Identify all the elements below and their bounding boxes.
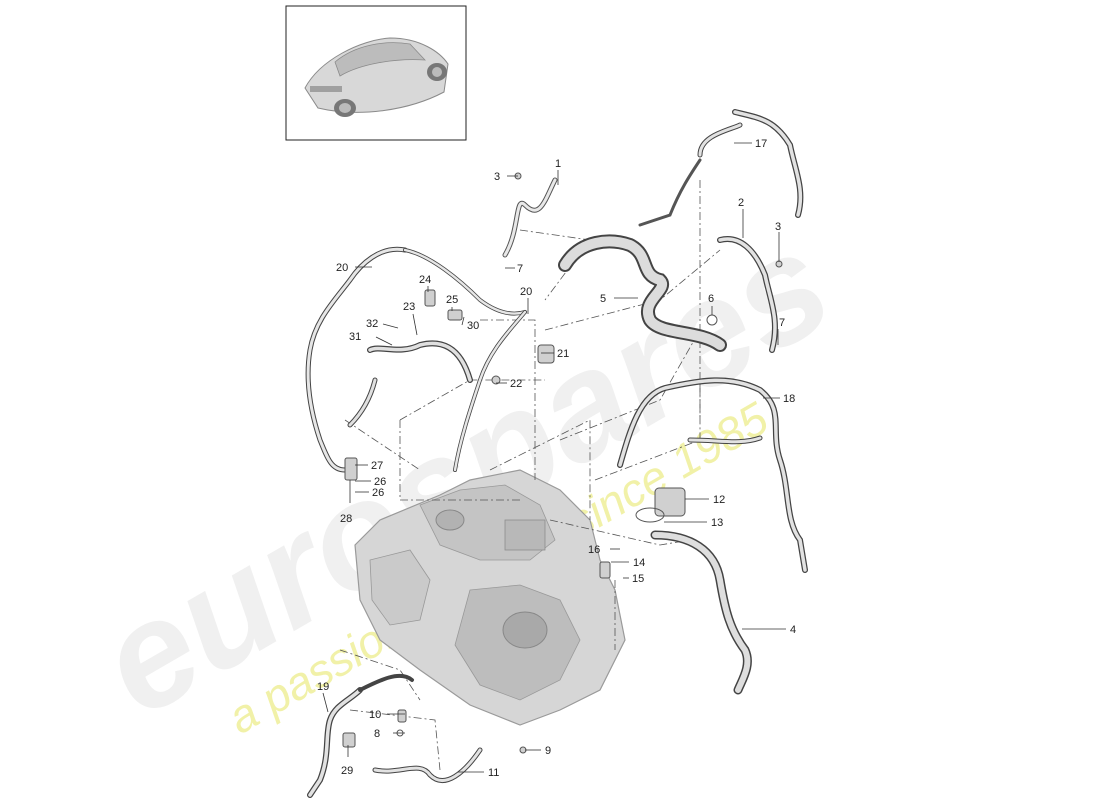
callout-7a: 7 [517, 263, 523, 275]
callout-4: 4 [790, 624, 796, 636]
callout-23: 23 [403, 301, 415, 313]
callout-20b: 20 [520, 286, 532, 298]
callout-3b: 3 [775, 221, 781, 233]
callout-22: 22 [510, 378, 522, 390]
ring-13 [635, 507, 665, 523]
callout-26b: 26 [372, 487, 384, 499]
small-components [342, 172, 783, 754]
callout-10: 10 [369, 709, 381, 721]
callout-3a: 3 [494, 171, 500, 183]
callout-14: 14 [633, 557, 645, 569]
callout-12: 12 [713, 494, 725, 506]
valve-24 [424, 289, 436, 307]
valve-12 [654, 487, 686, 517]
callout-9: 9 [545, 745, 551, 757]
car-thumbnail [285, 5, 467, 141]
callout-1: 1 [555, 158, 561, 170]
callout-5: 5 [600, 293, 606, 305]
callout-17: 17 [755, 138, 767, 150]
clip-22 [491, 375, 501, 385]
callout-29: 29 [341, 765, 353, 777]
sleeve-29 [342, 732, 356, 748]
callout-2: 2 [738, 197, 744, 209]
leader-lines [322, 142, 786, 773]
callout-31: 31 [349, 331, 361, 343]
callout-24: 24 [419, 274, 431, 286]
callout-8: 8 [374, 728, 380, 740]
callout-18: 18 [783, 393, 795, 405]
callout-26a: 26 [374, 476, 386, 488]
sensor-21 [537, 344, 555, 364]
callout-16: 16 [588, 544, 600, 556]
car-thumbnail-icon [304, 37, 449, 117]
callout-30: 30 [467, 320, 479, 332]
callout-labels: 1 2 3 3 4 5 6 7 7 8 9 10 11 12 13 14 15 … [317, 138, 796, 779]
bracket-28 [344, 457, 358, 481]
callout-28: 28 [340, 513, 352, 525]
callout-11: 11 [488, 767, 499, 779]
callout-15: 15 [632, 573, 644, 585]
callout-27: 27 [371, 460, 383, 472]
connector-14 [599, 561, 611, 579]
clip-25 [447, 309, 463, 321]
callout-13: 13 [711, 517, 723, 529]
hoses [305, 109, 808, 798]
callout-21: 21 [557, 348, 569, 360]
callout-25: 25 [446, 294, 458, 306]
fitting-10 [397, 709, 407, 723]
engine-block [354, 469, 626, 726]
callout-19: 19 [317, 681, 329, 693]
callout-32: 32 [366, 318, 378, 330]
callout-20a: 20 [336, 262, 348, 274]
callout-7b: 7 [779, 317, 785, 329]
callout-6: 6 [708, 293, 714, 305]
